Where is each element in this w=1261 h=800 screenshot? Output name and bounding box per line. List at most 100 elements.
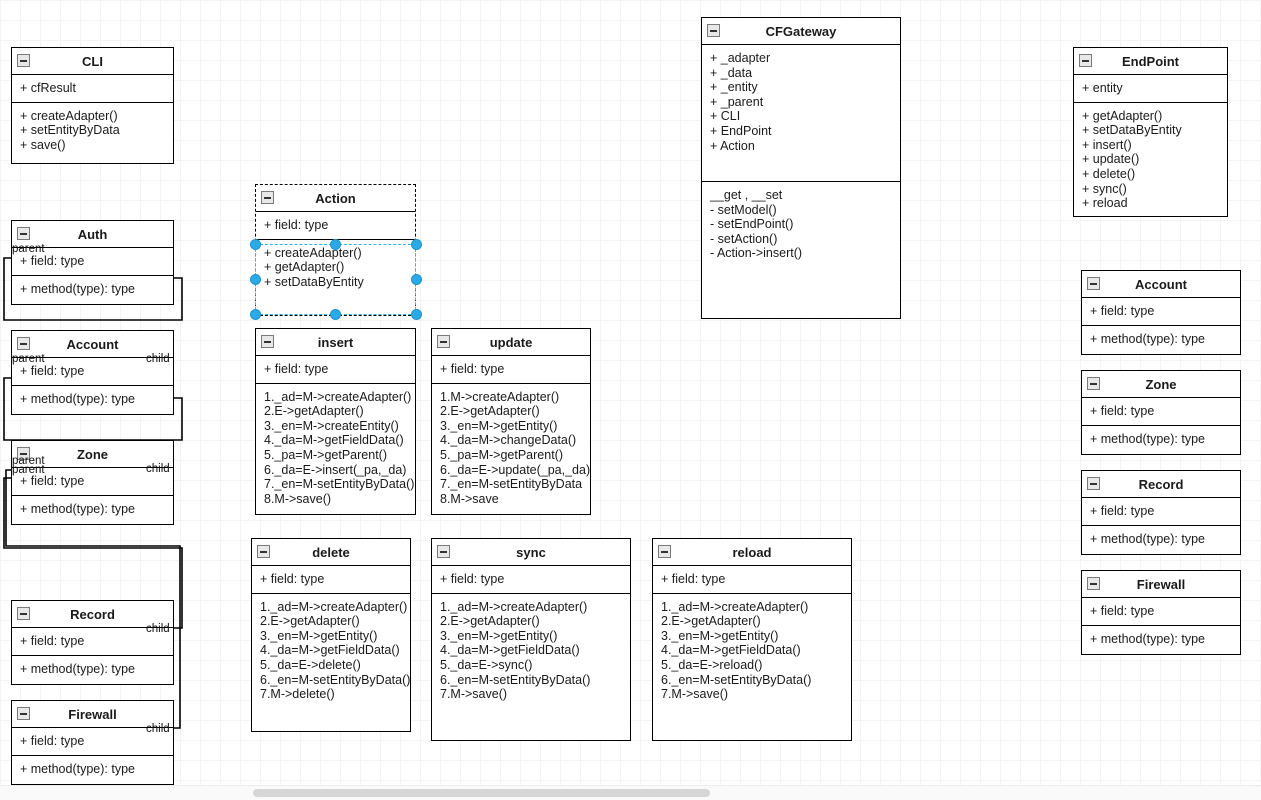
resize-handle-s[interactable]: [330, 309, 341, 320]
method-row: 6._en=M-setEntityByData(): [440, 672, 591, 687]
resize-handle-sw[interactable]: [250, 309, 261, 320]
attribute-row: + field: type: [1090, 604, 1155, 618]
collapse-minus-icon[interactable]: [1087, 377, 1100, 390]
method-row: 2.E->getAdapter(): [264, 404, 364, 419]
horizontal-scrollbar-thumb[interactable]: [253, 789, 710, 797]
class-header: Action: [256, 185, 415, 212]
method-row: 3._en=M->getEntity(): [440, 628, 558, 643]
method-row: 3._en=M->getEntity(): [440, 418, 558, 433]
class-box-account-right[interactable]: Account + field: type + method(type): ty…: [1081, 270, 1241, 355]
resize-handle-n[interactable]: [330, 239, 341, 250]
methods-compartment: 1._ad=M->createAdapter() 2.E->getAdapter…: [256, 384, 415, 513]
class-box-insert[interactable]: insert + field: type 1._ad=M->createAdap…: [255, 328, 416, 515]
class-box-auth[interactable]: Auth + field: type + method(type): type: [11, 220, 174, 305]
resize-handle-se[interactable]: [411, 309, 422, 320]
attribute-row: + _entity: [710, 80, 758, 95]
method-row: - setEndPoint(): [710, 217, 794, 232]
method-row: + sync(): [1082, 181, 1127, 196]
class-box-zone-left[interactable]: Zone + field: type + method(type): type: [11, 440, 174, 525]
class-header: Zone: [1082, 371, 1240, 398]
collapse-minus-icon[interactable]: [261, 191, 274, 204]
collapse-minus-icon[interactable]: [1087, 477, 1100, 490]
resize-handle-e[interactable]: [411, 274, 422, 285]
method-row: 3._en=M->getEntity(): [661, 628, 779, 643]
methods-compartment: 1.M->createAdapter() 2.E->getAdapter() 3…: [432, 384, 590, 513]
methods-compartment: 1._ad=M->createAdapter() 2.E->getAdapter…: [432, 594, 630, 708]
collapse-minus-icon[interactable]: [658, 545, 671, 558]
collapse-minus-icon[interactable]: [17, 337, 30, 350]
attributes-compartment: + entity: [1074, 75, 1227, 103]
class-box-reload[interactable]: reload + field: type 1._ad=M->createAdap…: [652, 538, 852, 741]
class-box-endpoint[interactable]: EndPoint + entity + getAdapter() + setDa…: [1073, 47, 1228, 217]
class-box-update[interactable]: update + field: type 1.M->createAdapter(…: [431, 328, 591, 515]
collapse-minus-icon[interactable]: [17, 607, 30, 620]
attribute-row: + field: type: [661, 572, 726, 586]
class-box-cli[interactable]: CLI + cfResult + createAdapter() + setEn…: [11, 47, 174, 164]
attributes-compartment: + field: type: [256, 356, 415, 384]
class-box-cfgateway[interactable]: CFGateway + _adapter + _data + _entity +…: [701, 17, 901, 319]
collapse-minus-icon[interactable]: [437, 545, 450, 558]
method-row: + reload: [1082, 196, 1128, 211]
class-title: EndPoint: [1121, 54, 1180, 69]
resize-handle-nw[interactable]: [250, 239, 261, 250]
method-row: 7.M->delete(): [260, 687, 335, 702]
edge-label-parent: parent: [12, 455, 45, 467]
class-box-account-left[interactable]: Account + field: type + method(type): ty…: [11, 330, 174, 415]
class-title: Account: [1135, 277, 1187, 292]
attribute-row: + field: type: [1090, 404, 1155, 418]
method-row: + method(type): type: [20, 761, 135, 776]
class-box-record-right[interactable]: Record + field: type + method(type): typ…: [1081, 470, 1241, 555]
class-title: Record: [70, 607, 115, 622]
collapse-minus-icon[interactable]: [257, 545, 270, 558]
collapse-minus-icon[interactable]: [437, 335, 450, 348]
class-header: sync: [432, 539, 630, 566]
collapse-minus-icon[interactable]: [261, 335, 274, 348]
class-title: delete: [312, 545, 350, 560]
method-row: 4._da=M->changeData(): [440, 433, 577, 448]
class-title: update: [489, 335, 533, 350]
class-box-delete[interactable]: delete + field: type 1._ad=M->createAdap…: [251, 538, 411, 732]
class-title: Zone: [1145, 377, 1177, 392]
class-box-zone-right[interactable]: Zone + field: type + method(type): type: [1081, 370, 1241, 455]
collapse-minus-icon[interactable]: [1087, 577, 1100, 590]
collapse-minus-icon[interactable]: [17, 54, 30, 67]
resize-handle-ne[interactable]: [411, 239, 422, 250]
attributes-compartment: + field: type: [653, 566, 851, 594]
method-row: 5._pa=M->getParent(): [440, 447, 563, 462]
method-row: 5._da=E->sync(): [440, 657, 533, 672]
attributes-compartment: + field: type: [12, 728, 173, 756]
method-row: + getAdapter(): [264, 260, 345, 275]
edge-label-parent: parent: [12, 464, 45, 476]
attribute-row: + field: type: [20, 364, 85, 378]
class-box-action[interactable]: Action + field: type + createAdapter() +…: [255, 184, 416, 316]
method-row: + method(type): type: [1090, 531, 1205, 546]
collapse-minus-icon[interactable]: [1079, 54, 1092, 67]
class-box-sync[interactable]: sync + field: type 1._ad=M->createAdapte…: [431, 538, 631, 741]
class-box-firewall-left[interactable]: Firewall + field: type + method(type): t…: [11, 700, 174, 785]
class-title: CLI: [82, 54, 103, 69]
method-row: 5._da=E->reload(): [661, 657, 763, 672]
edge-label-child: child: [146, 463, 170, 475]
method-row: __get , __set: [710, 188, 783, 202]
collapse-minus-icon[interactable]: [707, 24, 720, 37]
horizontal-scrollbar-track[interactable]: [0, 785, 1261, 800]
methods-compartment: + method(type): type: [12, 386, 173, 413]
method-row: 2.E->getAdapter(): [260, 614, 360, 629]
resize-handle-w[interactable]: [250, 274, 261, 285]
method-row: 7._en=M-setEntityByData(): [264, 477, 415, 492]
method-row: + method(type): type: [20, 501, 135, 516]
collapse-minus-icon[interactable]: [17, 447, 30, 460]
collapse-minus-icon[interactable]: [17, 707, 30, 720]
collapse-minus-icon[interactable]: [1087, 277, 1100, 290]
attribute-row: + field: type: [264, 362, 329, 376]
methods-compartment: + getAdapter() + setDataByEntity + inser…: [1074, 103, 1227, 217]
method-row: 2.E->getAdapter(): [661, 614, 761, 629]
class-box-record-left[interactable]: Record + field: type + method(type): typ…: [11, 600, 174, 685]
attribute-row: + field: type: [1090, 304, 1155, 318]
method-row: 6._da=E->update(_pa,_da): [440, 462, 591, 477]
methods-compartment: __get , __set - setModel() - setEndPoint…: [702, 182, 900, 267]
collapse-minus-icon[interactable]: [17, 227, 30, 240]
method-row: + method(type): type: [20, 661, 135, 676]
class-box-firewall-right[interactable]: Firewall + field: type + method(type): t…: [1081, 570, 1241, 655]
